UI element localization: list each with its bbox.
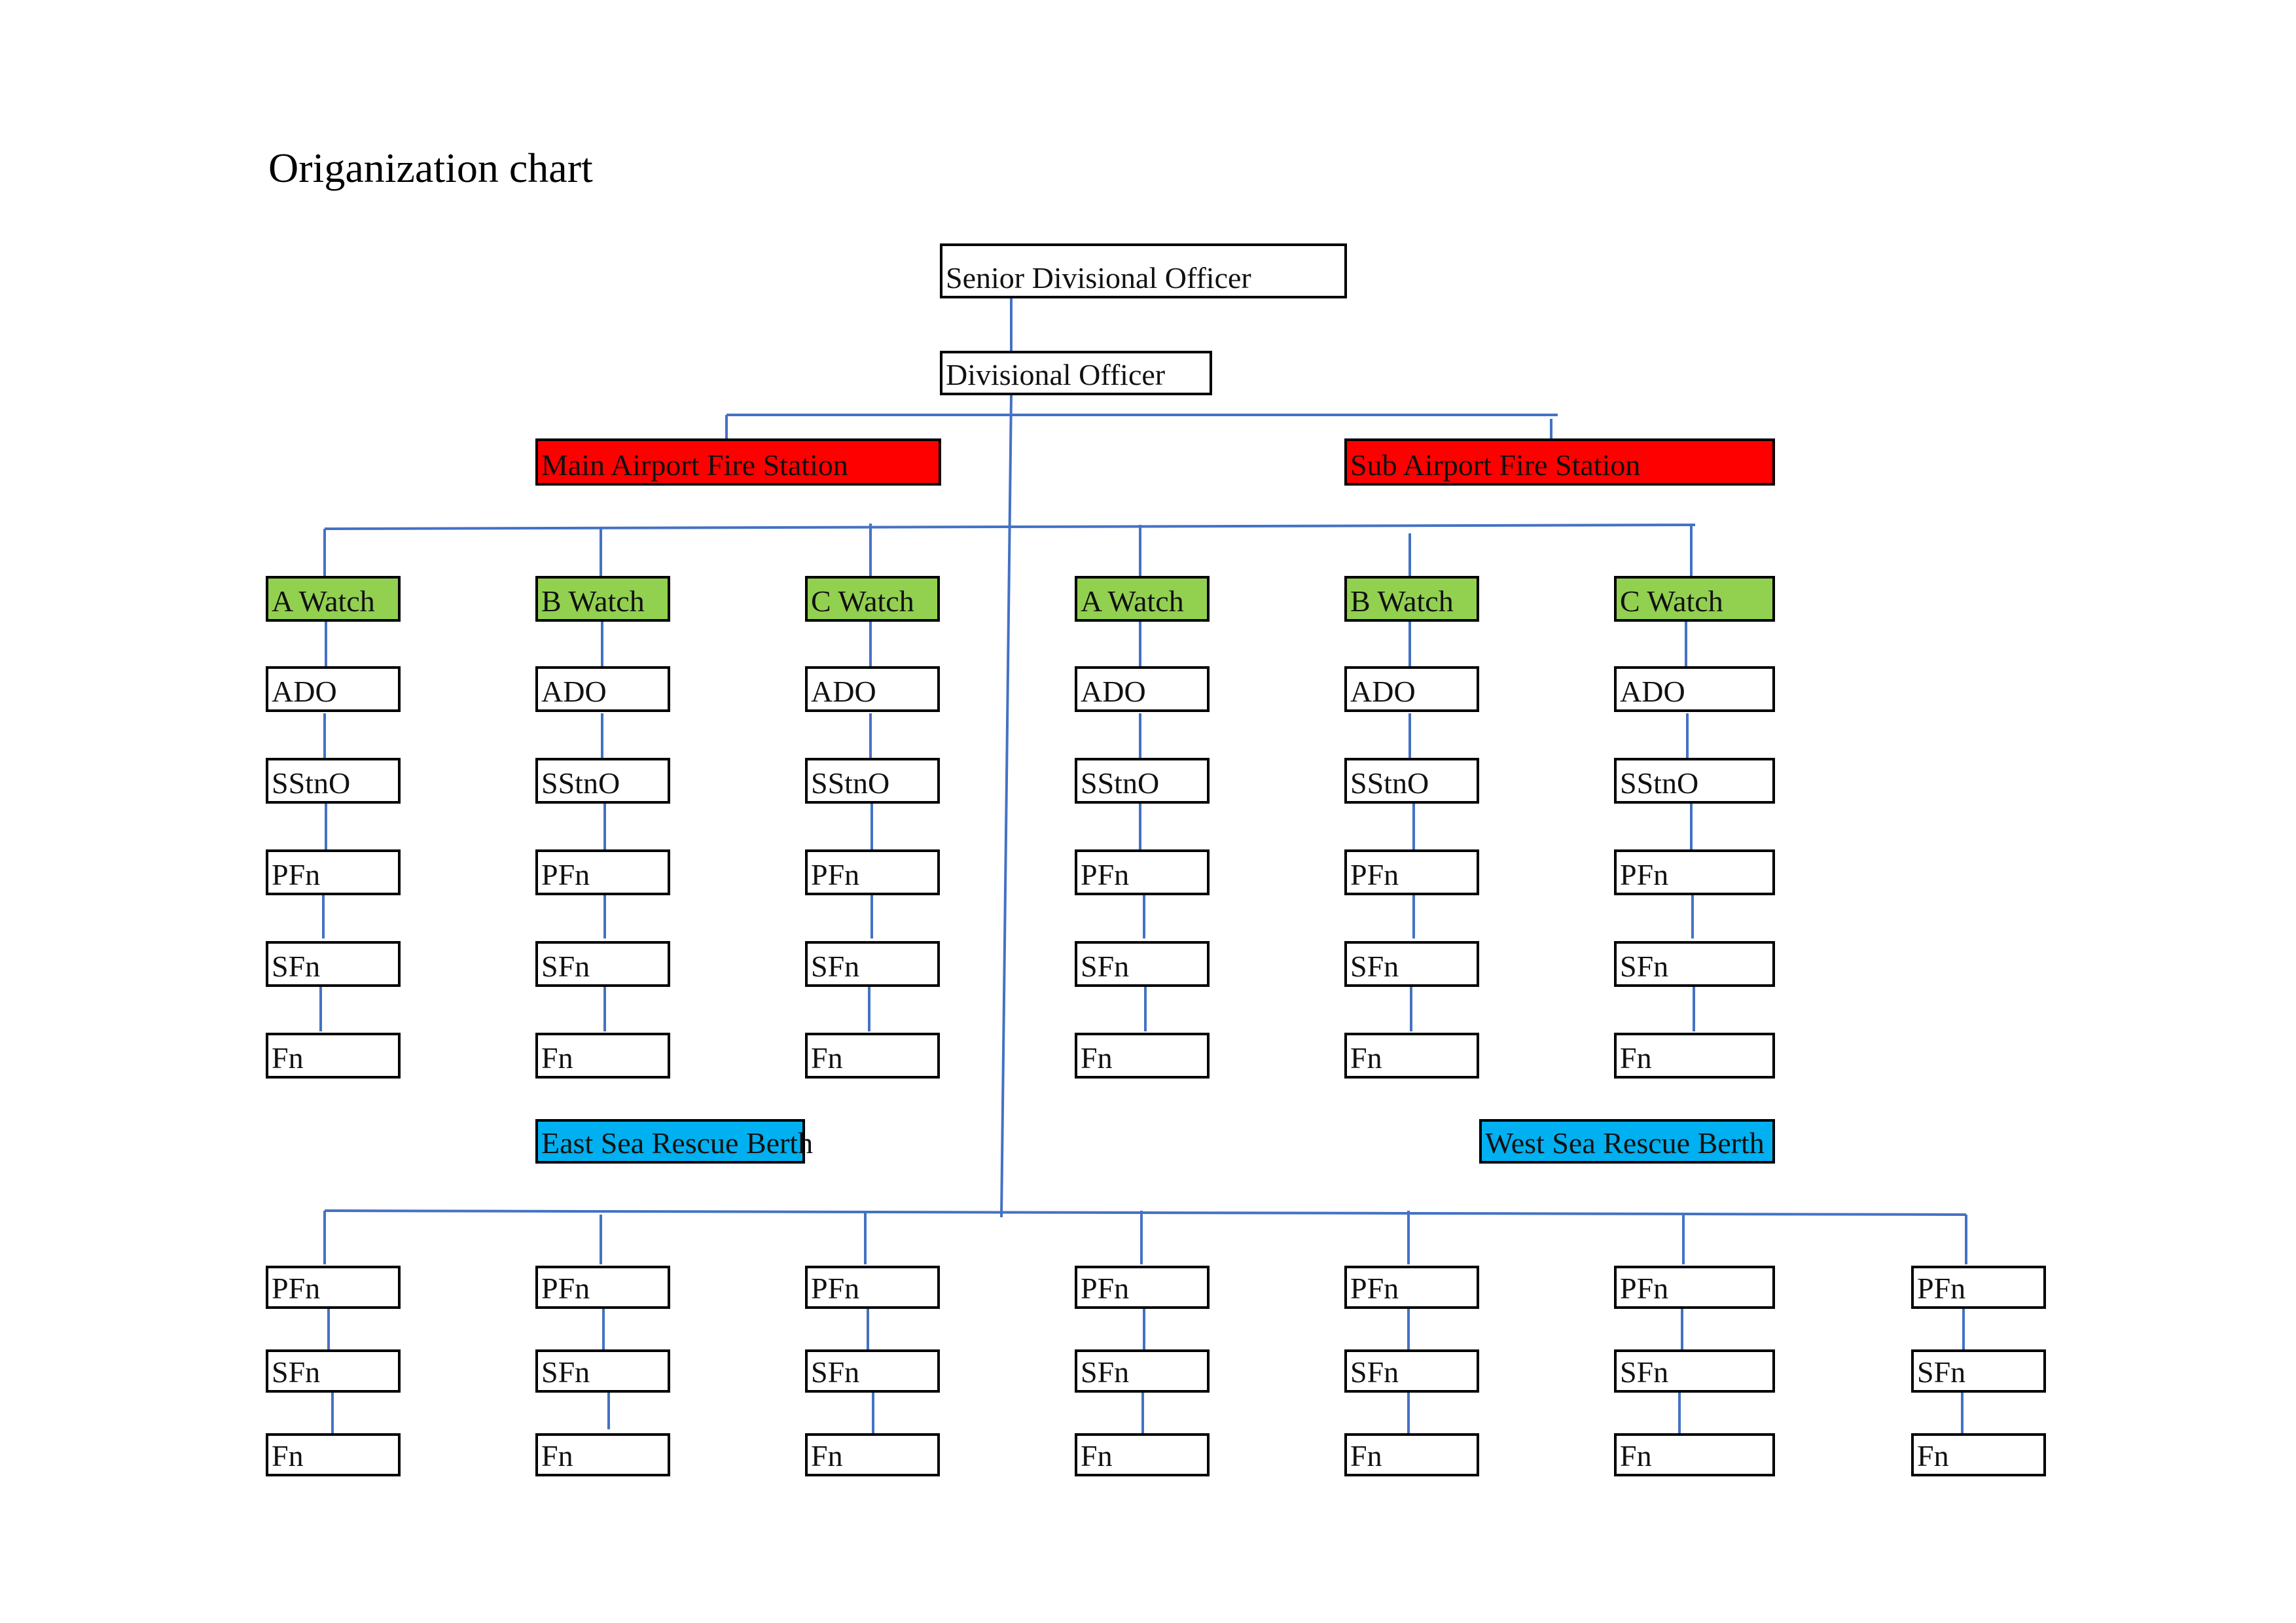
crew-rank-box: SFn <box>1344 1349 1479 1393</box>
rank-box: Fn <box>266 1033 401 1079</box>
rank-box: SFn <box>1344 941 1479 987</box>
crew-rank-box: Fn <box>1344 1433 1479 1476</box>
west-sea-rescue-berth-box: West Sea Rescue Berth <box>1479 1119 1775 1164</box>
rank-box: SStnO <box>1614 758 1775 804</box>
watch-header: A Watch <box>1075 576 1210 622</box>
rank-box: ADO <box>1344 666 1479 712</box>
senior-divisional-officer-box: Senior Divisional Officer <box>940 243 1347 298</box>
crew-rank-box: Fn <box>1911 1433 2046 1476</box>
crew-rank-box: Fn <box>1614 1433 1775 1476</box>
rank-box: SFn <box>805 941 940 987</box>
rank-box: PFn <box>266 849 401 895</box>
crew-rank-box: PFn <box>535 1266 670 1309</box>
sub-airport-fire-station-box: Sub Airport Fire Station <box>1344 438 1775 486</box>
rank-box: SStnO <box>805 758 940 804</box>
rank-box: ADO <box>805 666 940 712</box>
rank-box: SStnO <box>266 758 401 804</box>
crew-rank-box: Fn <box>805 1433 940 1476</box>
rank-box: PFn <box>1075 849 1210 895</box>
rank-box: Fn <box>1614 1033 1775 1079</box>
watch-header: C Watch <box>1614 576 1775 622</box>
crew-rank-box: SFn <box>1911 1349 2046 1393</box>
rank-box: Fn <box>535 1033 670 1079</box>
crew-rank-box: PFn <box>1075 1266 1210 1309</box>
crew-rank-box: PFn <box>805 1266 940 1309</box>
divisional-officer-box: Divisional Officer <box>940 351 1212 395</box>
rank-box: SFn <box>266 941 401 987</box>
crew-rank-box: PFn <box>1614 1266 1775 1309</box>
rank-box: PFn <box>535 849 670 895</box>
watch-header: B Watch <box>535 576 670 622</box>
crew-rank-box: PFn <box>1911 1266 2046 1309</box>
watch-header: C Watch <box>805 576 940 622</box>
crew-rank-box: PFn <box>1344 1266 1479 1309</box>
page-title: Origanization chart <box>268 145 593 191</box>
crew-rank-box: SFn <box>805 1349 940 1393</box>
east-sea-rescue-berth-box: East Sea Rescue Berth <box>535 1119 813 1164</box>
rank-box: PFn <box>1344 849 1479 895</box>
crew-rank-box: Fn <box>266 1433 401 1476</box>
rank-box: SFn <box>1614 941 1775 987</box>
rank-box: SStnO <box>535 758 670 804</box>
crew-rank-box: SFn <box>535 1349 670 1393</box>
crew-rank-box: SFn <box>1614 1349 1775 1393</box>
rank-box: ADO <box>1075 666 1210 712</box>
rank-box: Fn <box>1344 1033 1479 1079</box>
rank-box: SFn <box>535 941 670 987</box>
rank-box: ADO <box>535 666 670 712</box>
watch-header: B Watch <box>1344 576 1479 622</box>
rank-box: SFn <box>1075 941 1210 987</box>
crew-rank-box: SFn <box>1075 1349 1210 1393</box>
rank-box: ADO <box>1614 666 1775 712</box>
rank-box: Fn <box>1075 1033 1210 1079</box>
main-airport-fire-station-box: Main Airport Fire Station <box>535 438 941 486</box>
rank-box: Fn <box>805 1033 940 1079</box>
crew-rank-box: PFn <box>266 1266 401 1309</box>
rank-box: PFn <box>1614 849 1775 895</box>
rank-box: SStnO <box>1075 758 1210 804</box>
watch-header: A Watch <box>266 576 401 622</box>
crew-rank-box: Fn <box>1075 1433 1210 1476</box>
rank-box: ADO <box>266 666 401 712</box>
rank-box: SStnO <box>1344 758 1479 804</box>
crew-rank-box: Fn <box>535 1433 670 1476</box>
rank-box: PFn <box>805 849 940 895</box>
crew-rank-box: SFn <box>266 1349 401 1393</box>
